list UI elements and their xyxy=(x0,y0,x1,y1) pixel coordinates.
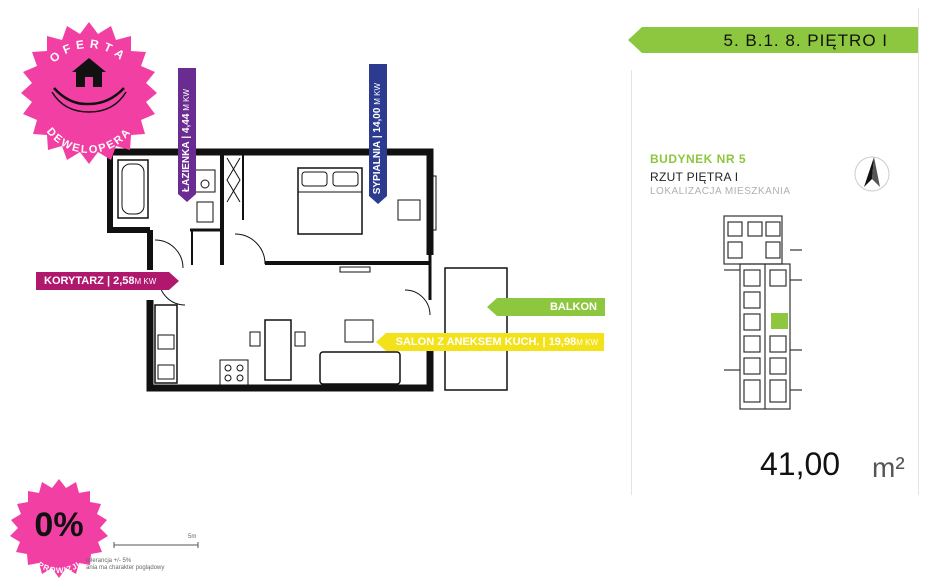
legal-line-1: tolerancja +/- 5% xyxy=(86,558,132,564)
building-location-map xyxy=(723,215,802,410)
korytarz-unit: M KW xyxy=(134,277,157,286)
panel-border xyxy=(918,8,919,495)
total-area-unit: m² xyxy=(872,452,905,483)
zero-commission-badge: 0% PROWIZJI xyxy=(10,479,108,578)
label-korytarz: KORYTARZ | 2,58M KW xyxy=(36,272,179,290)
location-label: LOKALIZACJA MIESZKANIA xyxy=(650,186,791,197)
scale-label: 5m xyxy=(188,534,197,540)
lazienka-value: 4,44 xyxy=(181,113,192,134)
sypialnia-value: 14,00 xyxy=(372,107,383,133)
scale-bar xyxy=(113,542,199,548)
panel-divider xyxy=(631,70,632,495)
lazienka-name: ŁAZIENKA xyxy=(181,141,192,192)
building-title: BUDYNEK NR 5 xyxy=(650,152,747,166)
total-area-value: 41,00 xyxy=(760,446,841,482)
house-hands-icon xyxy=(51,58,127,113)
label-salon: SALON Z ANEKSEM KUCH. | 19,98M KW xyxy=(376,333,604,351)
sypialnia-name: SYPIALNIA xyxy=(372,140,383,194)
balkon-name: BALKON xyxy=(549,301,597,313)
korytarz-value: 2,58 xyxy=(113,275,135,287)
label-sypialnia: SYPIALNIA | 14,00 M KW xyxy=(369,64,387,204)
lazienka-text: ŁAZIENKA | 4,44 M KW xyxy=(181,89,192,192)
apartment-highlight xyxy=(771,313,788,329)
label-lazienka: ŁAZIENKA | 4,44 M KW xyxy=(178,68,196,202)
north-arrow-icon xyxy=(854,156,890,192)
label-balkon: BALKON xyxy=(487,298,605,316)
korytarz-separator: | xyxy=(106,275,111,287)
salon-value: 19,98 xyxy=(548,336,577,348)
legal-line-2: ania ma charakter poglądowy xyxy=(86,565,165,571)
building-floor: RZUT PIĘTRA I xyxy=(650,170,739,184)
oferta-dewelopera-badge: OFERTA DEWELOPERA xyxy=(21,22,157,164)
salon-name: SALON Z ANEKSEM KUCH. xyxy=(395,336,540,348)
zero-percent-text: 0% xyxy=(34,506,83,544)
unit-code-tag: 5. B.1. 8. PIĘTRO I xyxy=(628,27,918,53)
lazienka-unit: M KW xyxy=(182,89,191,111)
floor-plan xyxy=(107,148,508,392)
sypialnia-unit: M KW xyxy=(373,82,382,105)
legal-note: tolerancja +/- 5% ania ma charakter pogl… xyxy=(86,558,164,572)
unit-code-text: 5. B.1. 8. PIĘTRO I xyxy=(723,31,888,50)
sypialnia-text: SYPIALNIA | 14,00 M KW xyxy=(372,82,383,194)
korytarz-name: KORYTARZ xyxy=(44,275,104,287)
salon-unit: M KW xyxy=(576,338,598,347)
